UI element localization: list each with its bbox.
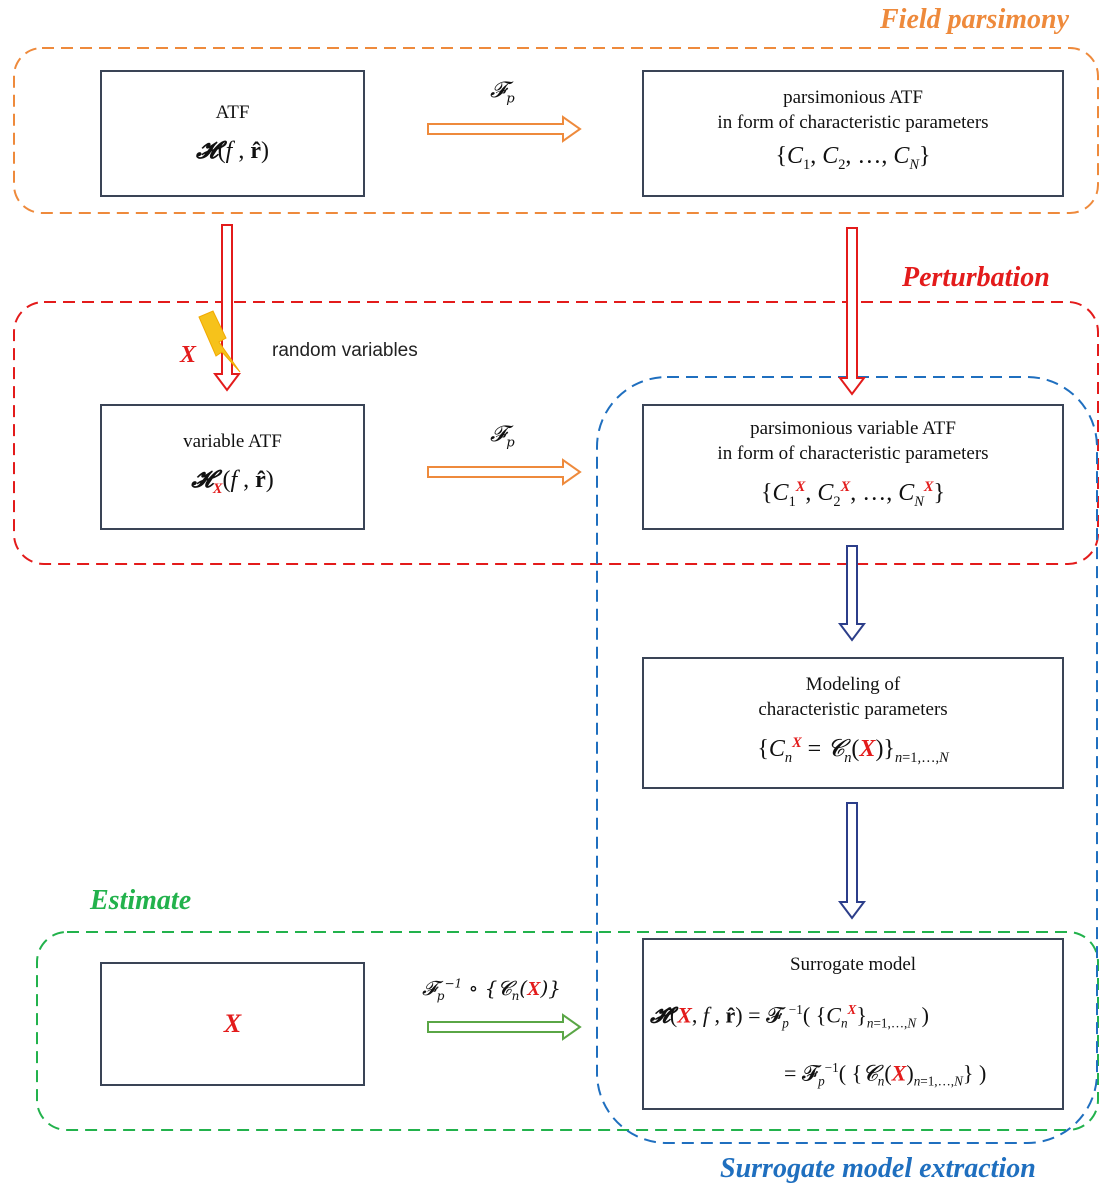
surrogate-model-box: Surrogate model 𝓗̂(X, f , r̂) = 𝓕p−1( {C… <box>642 938 1064 1110</box>
estimate-region <box>36 931 1099 1131</box>
surrogate-formula-line1: 𝓗̂(X, f , r̂) = 𝓕p−1( {CnX}n=1,…,N ) <box>650 1002 929 1031</box>
perturbation-label: Perturbation <box>902 262 1050 293</box>
parsimonious-variable-atf-formula: {C1X, C2X, …, CNX} <box>761 478 945 510</box>
surrogate-formula-line2: = 𝓕p−1( {𝓒n(X)n=1,…,N} ) <box>784 1059 987 1089</box>
x-input-label: X <box>223 1009 242 1038</box>
surrogate-arrow <box>838 802 866 920</box>
random-variables-label: random variables <box>272 340 418 361</box>
field-parsimony-region <box>13 47 1099 214</box>
parsimonious-variable-atf-box: parsimonious variable ATF in form of cha… <box>642 404 1064 530</box>
fp-arrow-top <box>427 115 582 143</box>
surrogate-model-label: Surrogate model <box>789 954 917 975</box>
inverse-arrow <box>427 1013 582 1041</box>
perturb-arrow-right <box>838 227 866 396</box>
perturb-arrow-left <box>213 224 241 392</box>
modeling-box: Modeling of characteristic parameters {C… <box>642 657 1064 789</box>
model-arrow <box>838 545 866 642</box>
atf-box: ATF 𝓗(f , r̂) <box>100 70 365 197</box>
variable-atf-box: variable ATF 𝓗X(f , r̂) <box>100 404 365 530</box>
modeling-line1: Modeling of <box>805 673 901 695</box>
parsimonious-variable-atf-line1: parsimonious variable ATF <box>750 417 956 439</box>
atf-box-label: ATF <box>215 101 250 123</box>
lightning-bolt-icon <box>198 310 241 373</box>
field-parsimony-label: Field parsimony <box>880 4 1070 35</box>
fp-operator-mid: 𝓕p <box>490 422 515 451</box>
modeling-formula: {CnX = 𝓒n(X)}n=1,…,N <box>757 733 949 766</box>
atf-formula: 𝓗(f , r̂) <box>196 134 269 164</box>
fp-arrow-mid <box>427 458 582 486</box>
parsimonious-atf-line1: parsimonious ATF <box>783 87 923 109</box>
variable-atf-label: variable ATF <box>183 430 282 452</box>
estimate-label: Estimate <box>90 885 192 916</box>
fp-operator-top: 𝓕p <box>490 78 515 107</box>
variable-atf-formula: 𝓗X(f , r̂) <box>191 463 274 497</box>
surrogate-extraction-label: Surrogate model extraction <box>720 1153 1036 1184</box>
perturbation-region <box>13 301 1099 565</box>
parsimonious-atf-formula: {C1, C2, …, CN} <box>775 143 931 173</box>
modeling-line2: characteristic parameters <box>758 698 948 720</box>
random-x-label: X <box>180 342 197 368</box>
x-input-box: X <box>100 962 365 1086</box>
inverse-operator: 𝓕p−1 ∘ {𝓒n(X)} <box>422 976 561 1003</box>
parsimonious-atf-box: parsimonious ATF in form of characterist… <box>642 70 1064 197</box>
parsimonious-variable-atf-line2: in form of characteristic parameters <box>717 442 989 464</box>
parsimonious-atf-line2: in form of characteristic parameters <box>717 112 989 134</box>
